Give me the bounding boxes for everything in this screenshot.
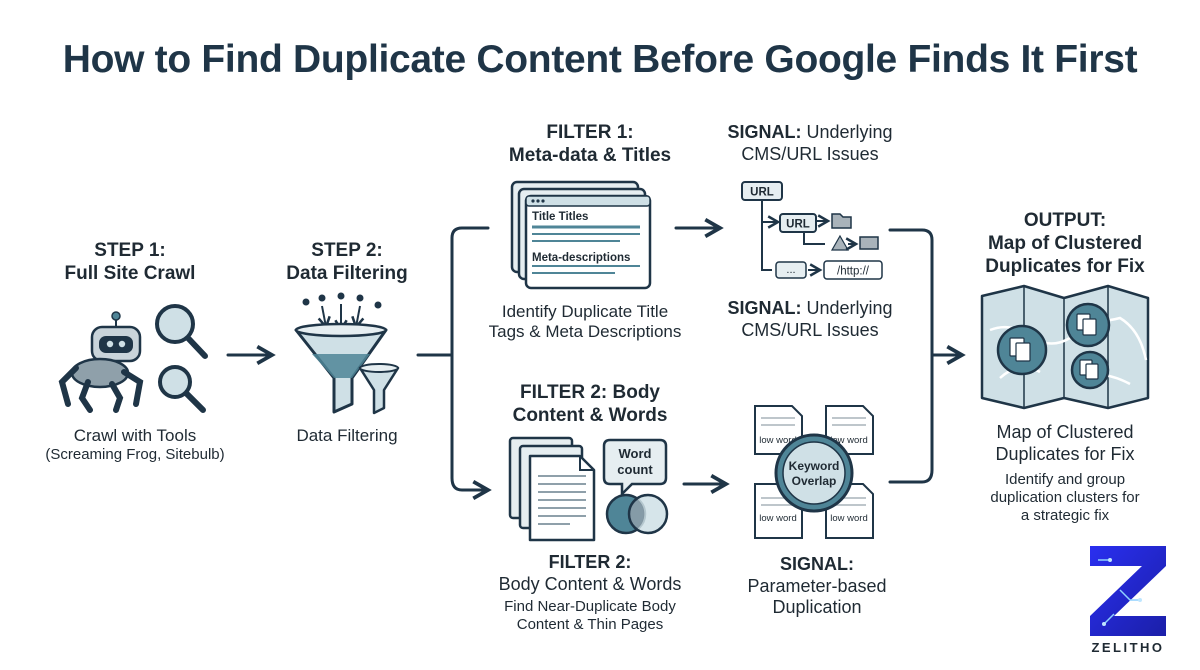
output-caption: Map of Clustered Duplicates for Fix — [960, 422, 1170, 465]
step2-heading-line1: STEP 2: — [311, 240, 383, 261]
step1-caption: Crawl with Tools (Screaming Frog, Sitebu… — [20, 426, 250, 464]
low-word-label-2: low word — [830, 435, 868, 446]
output-heading: OUTPUT: Map of Clustered Duplicates for … — [960, 210, 1170, 278]
signal1-caption-line2: CMS/URL Issues — [741, 319, 879, 340]
keyword-overlap-line1: Keyword — [789, 459, 840, 473]
filter1-caption-line2: Tags & Meta Descriptions — [488, 322, 682, 342]
signal1-heading-rest: Underlying — [801, 122, 893, 142]
url-tree-icon: URL URL ... /http:// — [741, 181, 883, 280]
doc-label-titles: Title Titles — [532, 211, 588, 223]
step1-caption-line2: (Screaming Frog, Sitebulb) — [45, 446, 225, 464]
flow-arrows — [226, 217, 962, 490]
filter1-heading-line1: FILTER 1: — [546, 122, 634, 143]
filter2-heading: FILTER 2: Body Content & Words — [480, 382, 700, 428]
step1-caption-line1: Crawl with Tools — [73, 426, 197, 445]
filter1-heading: FILTER 1: Meta-data & Titles — [480, 122, 700, 168]
url-node-dots: ... — [786, 264, 795, 276]
step2-heading: STEP 2: Data Filtering — [262, 240, 432, 286]
signal1-heading: SIGNAL: Underlying CMS/URL Issues — [700, 122, 920, 165]
filter1-heading-line2: Meta-data & Titles — [508, 144, 672, 166]
warning-icon — [830, 234, 850, 251]
output-description: Identify and group duplication clusters … — [955, 471, 1175, 525]
url-node-root: URL — [750, 187, 774, 199]
filter1-caption-line1: Identify Duplicate Title — [501, 302, 669, 321]
arrow-step2-branch — [416, 226, 488, 490]
arrow-signals-merge — [888, 228, 962, 484]
step2-caption: Data Filtering — [296, 426, 398, 445]
signal1-heading-line2: CMS/URL Issues — [741, 143, 879, 164]
signal2-caption-line1: Parameter-based — [747, 575, 887, 596]
filter1-caption: Identify Duplicate Title Tags & Meta Des… — [470, 302, 700, 343]
step1-heading-line1: STEP 1: — [94, 240, 166, 261]
filter2-caption-line3: Content & Thin Pages — [516, 616, 664, 634]
body-documents-icon — [508, 436, 596, 542]
funnel-icon — [294, 292, 400, 415]
signal1-caption-rest: Underlying — [801, 298, 893, 318]
magnifier-icon-large — [155, 304, 208, 359]
meta-documents-icon: Title Titles Meta-descriptions — [510, 180, 652, 290]
word-count-line2: count — [617, 462, 653, 477]
filter2-heading-line2: Content & Words — [512, 404, 668, 426]
word-count-line1: Word — [619, 446, 652, 461]
page-title: How to Find Duplicate Content Before Goo… — [62, 38, 1138, 81]
filter2-heading-line1: FILTER 2: Body — [519, 382, 661, 403]
logo-wordmark: ZELITHO — [1091, 640, 1165, 655]
magnifier-icon-small — [158, 365, 206, 413]
signal1-caption-bold: SIGNAL: — [727, 298, 802, 318]
crawler-robot-icon — [58, 311, 144, 413]
keyword-overlap-line2: Overlap — [792, 474, 837, 488]
filter2-caption: FILTER 2: Body Content & Words Find Near… — [470, 552, 710, 634]
signal2-caption-line2: Duplication — [772, 597, 862, 618]
signal1-caption: SIGNAL: Underlying CMS/URL Issues — [700, 298, 920, 341]
signal1-heading-bold: SIGNAL: — [727, 122, 802, 142]
step2-heading-line2: Data Filtering — [286, 262, 408, 284]
output-heading-line1: OUTPUT: — [1023, 210, 1107, 231]
output-caption-line2: Duplicates for Fix — [995, 443, 1135, 464]
folder-icon — [831, 213, 852, 229]
url-node-child: URL — [786, 219, 810, 231]
filter2-caption-line1: Body Content & Words — [498, 573, 682, 594]
filter2-caption-line2: Find Near-Duplicate Body — [504, 598, 676, 616]
venn-overlap-icon — [605, 493, 669, 535]
signal2-heading: SIGNAL: — [780, 554, 854, 574]
low-word-label-3: low word — [759, 513, 797, 524]
output-caption-line1: Map of Clustered — [996, 422, 1134, 442]
cluster-map-icon — [980, 284, 1150, 410]
output-desc-line3: a strategic fix — [1020, 507, 1110, 524]
zelitho-logo — [1090, 546, 1166, 636]
keyword-overlap-icon: low word low word low word low word Keyw… — [754, 405, 874, 539]
signal2-caption: SIGNAL: Parameter-based Duplication — [712, 554, 922, 619]
low-word-label-1: low word — [759, 435, 797, 446]
page-block-icon — [859, 236, 879, 250]
step1-heading-line2: Full Site Crawl — [64, 262, 196, 284]
output-heading-line2: Map of Clustered — [987, 232, 1143, 254]
doc-label-meta: Meta-descriptions — [532, 252, 630, 264]
output-desc-line2: duplication clusters for — [990, 489, 1140, 506]
url-node-http: /http:// — [837, 266, 870, 278]
output-desc-line1: Identify and group — [1004, 471, 1126, 488]
output-heading-line3: Duplicates for Fix — [985, 255, 1145, 277]
filter2-caption-heading: FILTER 2: — [548, 552, 632, 572]
low-word-label-4: low word — [830, 513, 868, 524]
word-count-bubble: Word count — [602, 438, 668, 498]
step1-heading: STEP 1: Full Site Crawl — [40, 240, 220, 286]
